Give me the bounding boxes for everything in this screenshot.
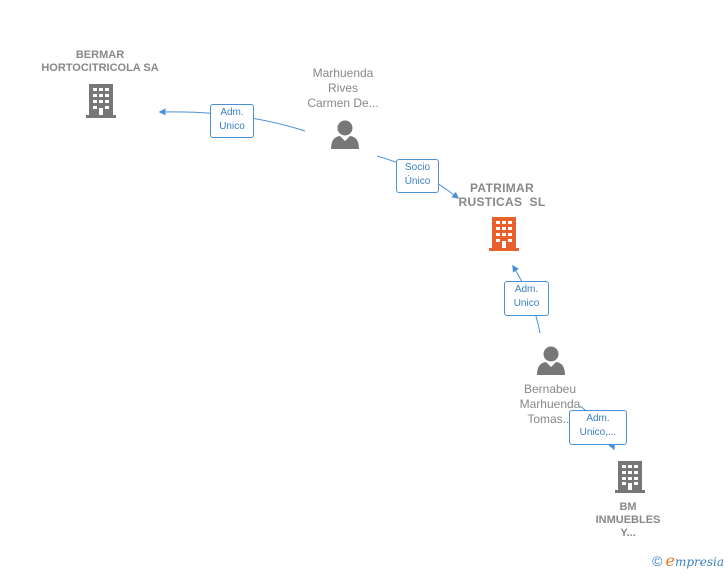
edge-label-line: Adm. xyxy=(514,284,539,295)
edge-label-line: Unico,... xyxy=(579,427,617,438)
edge-label-line: Único xyxy=(404,176,431,187)
node-label-line: Marhuenda xyxy=(519,397,581,411)
node-label-line: Marhuenda xyxy=(312,66,374,80)
node-label-bm[interactable]: BM INMUEBLES Y... xyxy=(588,501,668,540)
node-label-marhuenda[interactable]: Marhuenda Rives Carmen De... xyxy=(293,66,393,111)
building-icon[interactable] xyxy=(489,217,519,251)
node-label-line: PATRIMAR xyxy=(470,181,534,195)
edge-label-line: Unico xyxy=(513,298,540,309)
logo-text: mpresia xyxy=(674,555,724,569)
node-label-line: Y... xyxy=(620,527,636,539)
edge-label-line: Socio xyxy=(404,162,430,173)
person-icon[interactable] xyxy=(537,346,565,376)
node-label-line: HORTOCITRICOLA SA xyxy=(41,62,159,74)
node-label-bernabeu[interactable]: Bernabeu Marhuenda Tomas... xyxy=(500,382,600,427)
edge-label-adm-unico[interactable]: Adm. Unico xyxy=(504,281,549,316)
node-label-line: Rives xyxy=(327,81,358,95)
node-label-line: Bernabeu xyxy=(523,382,577,396)
node-label-line: BERMAR xyxy=(75,49,125,61)
edge-label-adm-unico[interactable]: Adm. Unico xyxy=(210,104,254,138)
edge-label-socio-unico[interactable]: Socio Único xyxy=(396,159,439,193)
node-label-line: RUSTICAS SL xyxy=(458,195,546,209)
edge-label-line: Adm. xyxy=(586,413,610,424)
edge-label-line: Adm. xyxy=(220,107,244,118)
node-label-line: Carmen De... xyxy=(307,96,379,110)
edge-label-line: Unico xyxy=(219,121,245,132)
node-label-line: Tomas... xyxy=(527,412,573,426)
person-icon[interactable] xyxy=(331,120,359,150)
building-icon[interactable] xyxy=(615,461,645,493)
footer-branding: © empresia xyxy=(652,551,724,570)
logo-initial: e xyxy=(665,551,675,570)
empresia-logo: empresia xyxy=(665,551,724,570)
node-label-line: INMUEBLES xyxy=(595,514,661,526)
node-label-patrimar[interactable]: PATRIMAR RUSTICAS SL xyxy=(443,181,561,209)
node-label-bermar[interactable]: BERMAR HORTOCITRICOLA SA xyxy=(30,49,170,75)
node-label-line: BM xyxy=(619,501,637,513)
building-icon[interactable] xyxy=(86,84,116,118)
copyright-symbol: © xyxy=(652,552,663,569)
edge-label-adm-unico-more[interactable]: Adm. Unico,... xyxy=(569,410,627,445)
